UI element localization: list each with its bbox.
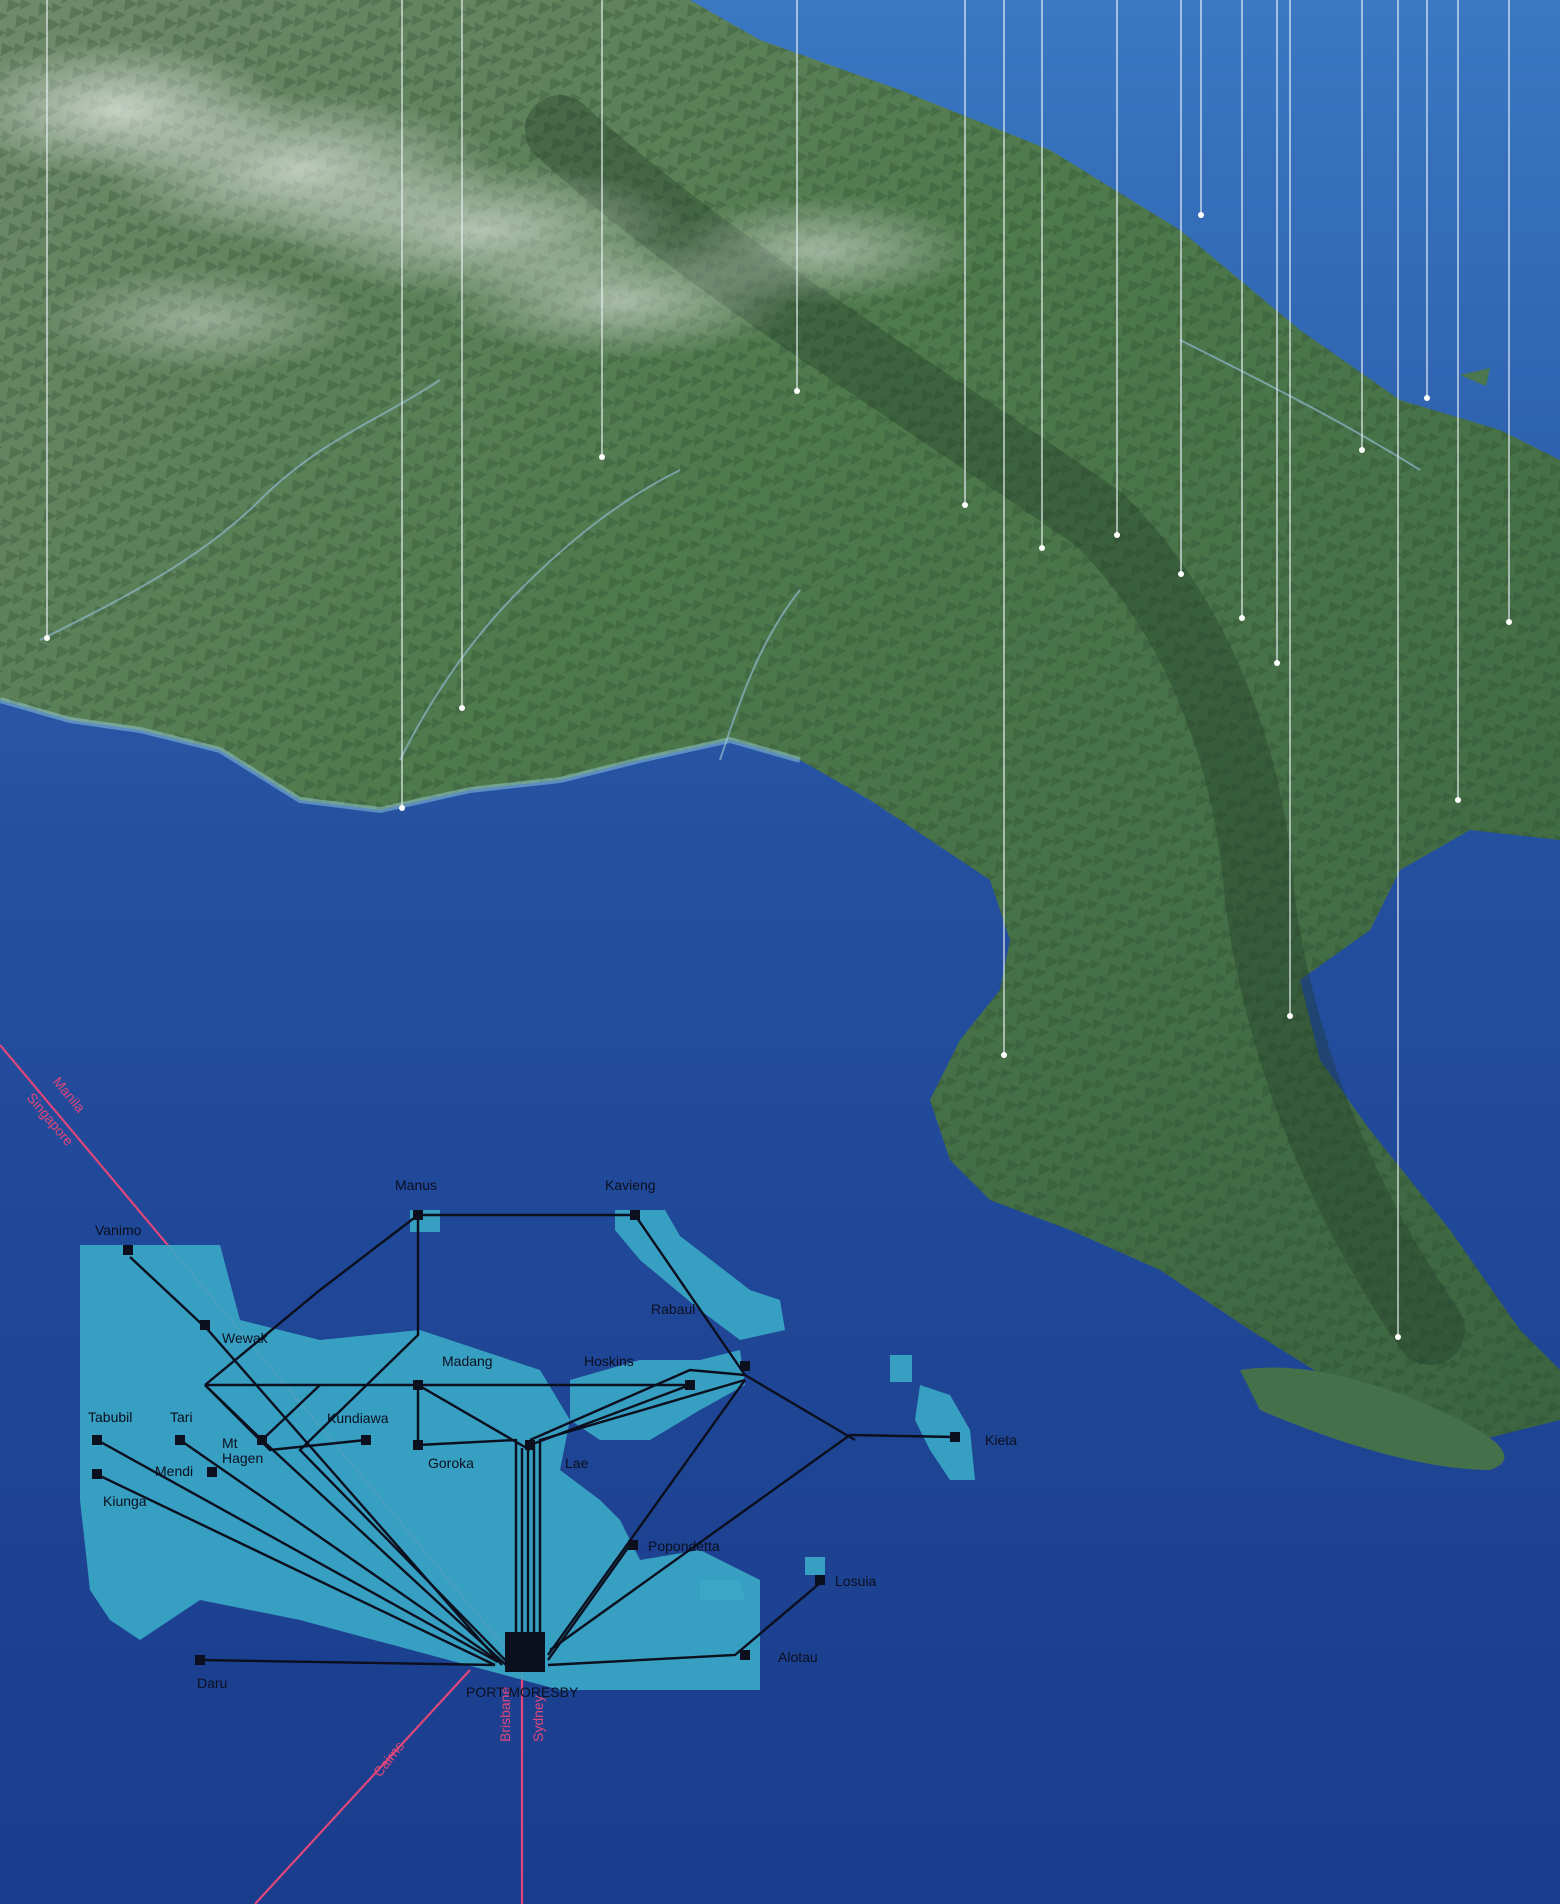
intl-label-sydney: Sydney	[530, 1695, 546, 1742]
airport-label-popondetta: Popondetta	[648, 1538, 720, 1554]
airport-label-kavieng: Kavieng	[605, 1177, 656, 1193]
airport-marker-wewak	[200, 1320, 210, 1330]
airport-label-manus: Manus	[395, 1177, 437, 1193]
pin-dot	[1274, 660, 1280, 666]
airport-markers	[92, 1210, 960, 1665]
airport-label-wewak: Wewak	[222, 1330, 269, 1346]
airport-marker-popondetta	[628, 1540, 638, 1550]
pin-dot	[1359, 447, 1365, 453]
airport-label-kieta: Kieta	[985, 1432, 1017, 1448]
airport-marker-daru	[195, 1655, 205, 1665]
pin-dot	[599, 454, 605, 460]
mountain-texture	[0, 0, 1560, 1440]
airport-marker-goroka	[413, 1440, 423, 1450]
pin-dot	[459, 705, 465, 711]
airport-label-tari: Tari	[170, 1409, 193, 1425]
pin-dot	[1114, 532, 1120, 538]
airport-label-daru: Daru	[197, 1675, 227, 1691]
airport-label-alotau: Alotau	[778, 1649, 818, 1665]
shallows-losuia	[805, 1557, 825, 1575]
airport-marker-hoskins	[685, 1380, 695, 1390]
airport-marker-vanimo	[123, 1245, 133, 1255]
airport-label-goroka: Goroka	[428, 1455, 474, 1471]
airport-label-tabubil: Tabubil	[88, 1409, 132, 1425]
airport-label-kundiawa: Kundiawa	[327, 1410, 389, 1426]
airport-marker-lae	[525, 1440, 535, 1450]
pin-dot	[44, 635, 50, 641]
airport-label-madang: Madang	[442, 1353, 493, 1369]
pin-dot	[962, 502, 968, 508]
airport-marker-kieta	[950, 1432, 960, 1442]
schematic-shallows	[80, 1210, 975, 1715]
shallows-trobriand	[700, 1580, 745, 1600]
airport-label-rabaul: Rabaul	[651, 1301, 695, 1317]
airport-marker-madang	[413, 1380, 423, 1390]
pin-dot	[1424, 395, 1430, 401]
airport-label-losuia: Losuia	[835, 1573, 876, 1589]
airport-marker-tabubil	[92, 1435, 102, 1445]
airport-marker-rabaul	[740, 1361, 750, 1371]
shallows-kavieng	[615, 1210, 785, 1340]
airport-marker-mthagen	[257, 1435, 267, 1445]
pin-dot	[1178, 571, 1184, 577]
pin-dot	[1198, 212, 1204, 218]
pin-dot	[1395, 1334, 1401, 1340]
coastline-shallows	[0, 697, 801, 814]
clouds	[0, 40, 980, 375]
pin-dot	[1287, 1013, 1293, 1019]
airport-marker-tari	[175, 1435, 185, 1445]
airport-label-hoskins: Hoskins	[584, 1353, 634, 1369]
pin-dot	[1001, 1052, 1007, 1058]
pin-dot	[1506, 619, 1512, 625]
airport-marker-manus	[413, 1210, 423, 1220]
domestic-routes	[95, 1213, 956, 1667]
islet-north	[1460, 368, 1490, 386]
airport-label-vanimo: Vanimo	[95, 1222, 142, 1238]
pin-dot	[794, 388, 800, 394]
intl-label-brisbane: Brisbane	[497, 1687, 513, 1742]
airport-marker-mendi	[207, 1467, 217, 1477]
airport-label-lae: Lae	[565, 1455, 589, 1471]
shallows-mainland	[80, 1245, 760, 1690]
hub-label: PORT MORESBY	[466, 1684, 579, 1700]
pin-dot	[1455, 797, 1461, 803]
terrain	[0, 0, 1560, 1470]
airport-label-kiunga: Kiunga	[103, 1493, 147, 1509]
airport-marker-alotau	[740, 1650, 750, 1660]
island-southeast	[1240, 1367, 1505, 1470]
location-pin-lines	[44, 0, 1512, 1340]
hub-marker-port-moresby	[505, 1632, 545, 1672]
shallows-kieta-a	[890, 1355, 912, 1382]
airport-marker-kavieng	[630, 1210, 640, 1220]
pin-dot	[1239, 615, 1245, 621]
pin-dot	[399, 805, 405, 811]
pin-dot	[1039, 545, 1045, 551]
rivers	[39, 339, 1421, 761]
airport-marker-kundiawa	[361, 1435, 371, 1445]
airport-marker-kiunga	[92, 1469, 102, 1479]
shallows-daru-gap	[590, 1695, 640, 1715]
intl-route-cairns-line	[254, 1669, 471, 1904]
shallows-kieta-b	[915, 1385, 975, 1480]
airport-marker-losuia	[815, 1575, 825, 1585]
airport-label-mendi: Mendi	[155, 1463, 193, 1479]
